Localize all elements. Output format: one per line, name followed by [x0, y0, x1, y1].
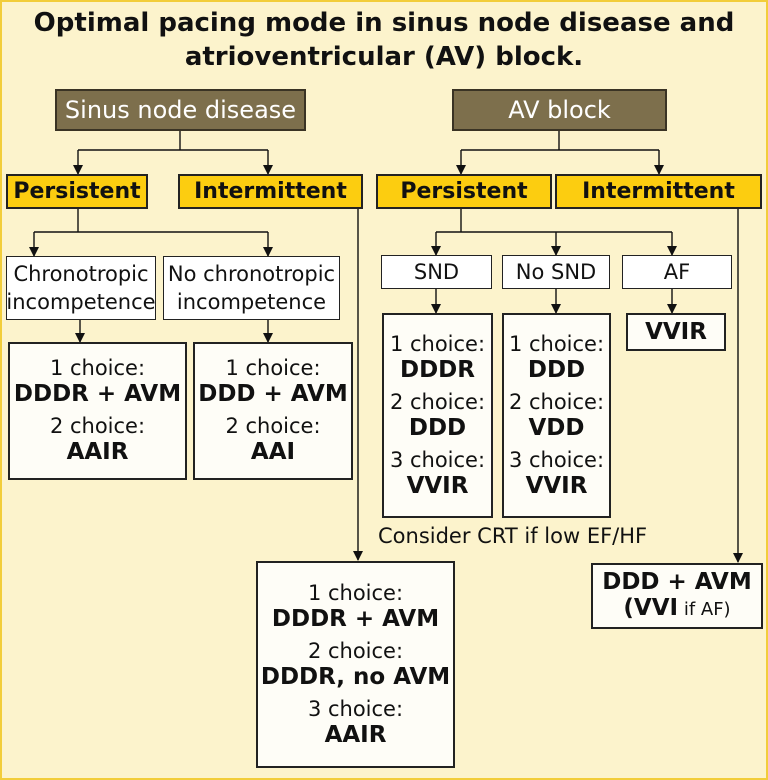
choice-1-value: DDD + AVM [198, 381, 348, 407]
choice-1-label: 1 choice: [49, 356, 146, 380]
choice-2-value: VDD [528, 414, 585, 441]
no-chronotropic-incompetence-box: No chronotropic incompetence [163, 256, 340, 320]
choice-1-value: DDD [527, 356, 586, 383]
choice-1-value: DDDR + AVM [271, 605, 440, 632]
choice-2-label: 2 choice: [508, 389, 605, 414]
af-box: AF [622, 255, 732, 289]
av-persistent-box: Persistent [376, 174, 552, 209]
choice-2-label: 2 choice: [225, 414, 321, 438]
snd-intermittent-box: Intermittent [178, 174, 363, 209]
choice-1-label: 1 choice: [389, 331, 486, 356]
choice-3-label: 3 choice: [508, 447, 605, 472]
choice-1-label: 1 choice: [225, 356, 321, 380]
choice-2-label: 2 choice: [49, 414, 146, 438]
av-intermittent-line-1: DDD + AVM [602, 569, 752, 595]
choice-2-label: 2 choice: [307, 638, 404, 663]
av-block-header: AV block [452, 89, 667, 131]
no-chrono-line-2: incompetence [176, 290, 327, 314]
rec-av-intermittent: DDD + AVM (VVI if AF) [591, 563, 763, 629]
chrono-line-1: Chronotropic [13, 262, 149, 286]
choice-1-value: DDDR + AVM [13, 381, 182, 407]
rec-snd-intermittent: 1 choice: DDDR + AVM 2 choice: DDDR, no … [256, 561, 455, 768]
choice-1-label: 1 choice: [307, 580, 404, 605]
av-intermittent-box: Intermittent [555, 174, 762, 209]
choice-2-label: 2 choice: [389, 389, 486, 414]
choice-3-label: 3 choice: [389, 447, 486, 472]
title-line-1: Optimal pacing mode in sinus node diseas… [33, 8, 735, 38]
rec-no-chronotropic-incompetence: 1 choice: DDD + AVM 2 choice: AAI [193, 342, 353, 480]
chronotropic-incompetence-box: Chronotropic incompetence [6, 256, 156, 320]
rec-no-snd: 1 choice: DDD 2 choice: VDD 3 choice: VV… [502, 313, 611, 518]
choice-1-label: 1 choice: [508, 331, 605, 356]
af-value: VVIR [645, 319, 707, 345]
diagram-title: Optimal pacing mode in sinus node diseas… [0, 6, 768, 74]
rec-chronotropic-incompetence: 1 choice: DDDR + AVM 2 choice: AAIR [8, 342, 187, 480]
choice-3-value: VVIR [525, 472, 588, 499]
choice-2-value: AAIR [66, 439, 129, 465]
choice-3-value: VVIR [406, 472, 469, 499]
choice-3-label: 3 choice: [307, 696, 404, 721]
av-intermittent-line-2-bold: (VVI [623, 595, 679, 621]
title-line-2: atrioventricular (AV) block. [184, 42, 584, 72]
choice-3-value: AAIR [324, 721, 387, 748]
rec-snd: 1 choice: DDDR 2 choice: DDD 3 choice: V… [382, 313, 493, 518]
snd-box: SND [381, 255, 492, 289]
crt-note: Consider CRT if low EF/HF [378, 524, 648, 548]
choice-2-value: DDD [408, 414, 467, 441]
no-snd-box: No SND [502, 255, 610, 289]
rec-af: VVIR [626, 313, 726, 351]
choice-2-value: DDDR, no AVM [260, 663, 451, 690]
av-intermittent-line-2-rest: if AF) [678, 599, 731, 620]
choice-2-value: AAI [250, 439, 296, 465]
no-chrono-line-1: No chronotropic [167, 262, 336, 286]
choice-1-value: DDDR [400, 356, 475, 383]
av-intermittent-line-2: (VVI if AF) [623, 595, 730, 623]
sinus-node-disease-header: Sinus node disease [55, 89, 306, 131]
snd-persistent-box: Persistent [6, 174, 148, 209]
chrono-line-2: incompetence [6, 290, 156, 314]
